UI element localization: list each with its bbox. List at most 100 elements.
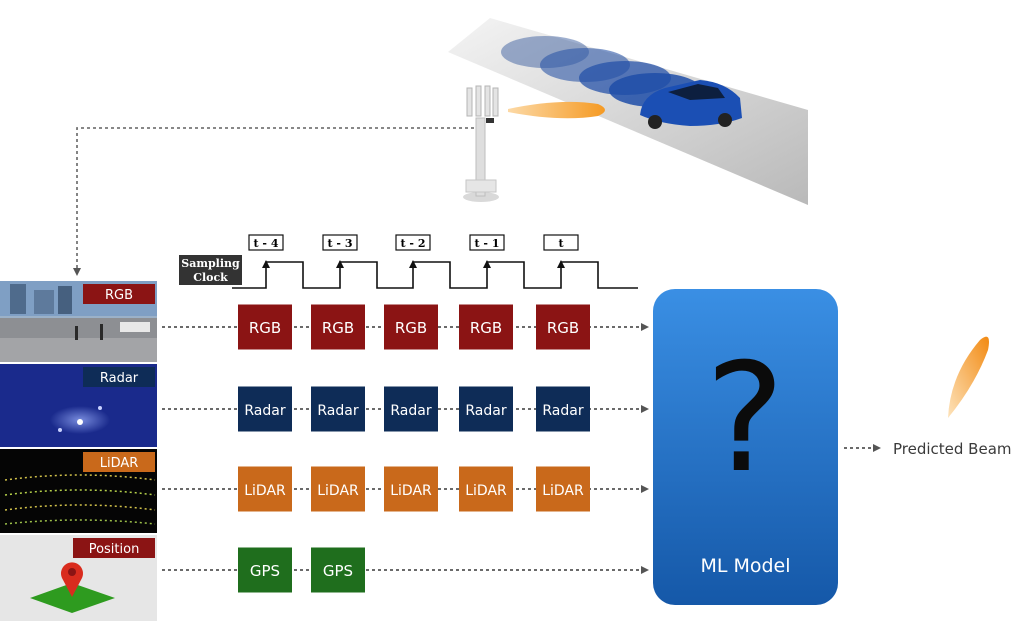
- stream-block: LiDAR: [459, 466, 513, 512]
- stream-block: RGB: [459, 304, 513, 350]
- stream-row: GPS GPS: [162, 547, 649, 593]
- stream-block-label: RGB: [322, 319, 354, 337]
- stream-block-label: LiDAR: [244, 483, 286, 499]
- stream-block-label: LiDAR: [542, 483, 584, 499]
- stream-block: RGB: [384, 304, 438, 350]
- clock-time-label: t - 3: [328, 237, 353, 250]
- ml-model-label: ML Model: [700, 555, 790, 577]
- predicted-beam-icon: [948, 336, 989, 418]
- sensor-badge: Position: [73, 538, 155, 558]
- stream-block-bg: [384, 304, 438, 350]
- stream-block-label: Radar: [542, 403, 583, 419]
- clock-label-line2: Clock: [193, 271, 228, 284]
- stream-block-label: LiDAR: [317, 483, 359, 499]
- stream-block: Radar: [384, 386, 438, 432]
- clock-tick: t: [543, 234, 579, 268]
- ml-model-symbol: ?: [705, 332, 785, 506]
- ml-model-box: [653, 289, 838, 605]
- stream-block: Radar: [536, 386, 590, 432]
- stream-block-bg: [384, 466, 438, 512]
- stream-block-bg: [311, 547, 365, 593]
- tower-to-sensor-connector: [73, 127, 474, 276]
- stream-block-bg: [536, 386, 590, 432]
- beam-lobe: [508, 101, 605, 119]
- sensor-badge-bg: [83, 367, 155, 387]
- sampling-clock: Sampling Clock t - 4 t - 3 t - 2 t - 1 t: [179, 234, 638, 289]
- clock-tick: t - 2: [395, 234, 431, 268]
- sensor-badge: LiDAR: [83, 452, 155, 472]
- stream-block-bg: [459, 466, 513, 512]
- sensor-badge-bg: [83, 284, 155, 304]
- stream-block: LiDAR: [311, 466, 365, 512]
- stream-block-label: RGB: [547, 319, 579, 337]
- cell-tower-icon: [463, 85, 499, 202]
- stream-block: LiDAR: [536, 466, 590, 512]
- stream-block-label: LiDAR: [465, 483, 507, 499]
- stream-block-bg: [238, 386, 292, 432]
- stream-block: LiDAR: [238, 466, 292, 512]
- clock-label-line1: Sampling: [181, 257, 240, 270]
- sensor-badge-label: RGB: [105, 288, 133, 303]
- stream-block-bg: [311, 466, 365, 512]
- sensor-badge-label: LiDAR: [100, 456, 139, 471]
- clock-time-label: t - 4: [254, 237, 279, 250]
- stream-block: LiDAR: [384, 466, 438, 512]
- clock-tick: t - 4: [248, 234, 284, 268]
- stream-row: RGB RGB RGB RGB RGB: [162, 304, 649, 350]
- car-icon: [501, 36, 742, 129]
- stream-block-label: RGB: [395, 319, 427, 337]
- clock-label-box: [179, 255, 242, 285]
- stream-block: Radar: [459, 386, 513, 432]
- stream-block-bg: [384, 386, 438, 432]
- stream-block: GPS: [238, 547, 292, 593]
- sensor-badge-bg: [83, 452, 155, 472]
- stream-block-bg: [459, 386, 513, 432]
- clock-tick: t - 3: [322, 234, 358, 268]
- clock-time-label: t: [558, 237, 564, 250]
- stream-block-label: Radar: [244, 403, 285, 419]
- stream-block: RGB: [238, 304, 292, 350]
- stream-block-bg: [238, 466, 292, 512]
- stream-block-bg: [238, 304, 292, 350]
- stream-block-bg: [311, 386, 365, 432]
- stream-row: Radar Radar Radar Radar Radar: [162, 386, 649, 432]
- rgb-camera-image: [0, 281, 157, 362]
- stream-block-label: RGB: [470, 319, 502, 337]
- stream-block: RGB: [311, 304, 365, 350]
- clock-time-label: t - 1: [475, 237, 500, 250]
- stream-block-bg: [536, 304, 590, 350]
- stream-block-label: Radar: [465, 403, 506, 419]
- sensor-badge-label: Position: [89, 542, 140, 557]
- ground-plane: [30, 583, 115, 613]
- stream-block: Radar: [311, 386, 365, 432]
- stream-block-label: GPS: [250, 562, 280, 580]
- sensor-badge: Radar: [83, 367, 155, 387]
- stream-row: LiDAR LiDAR LiDAR LiDAR LiDAR: [162, 466, 649, 512]
- road-surface: [448, 18, 808, 205]
- stream-block: Radar: [238, 386, 292, 432]
- stream-block: GPS: [311, 547, 365, 593]
- stream-block-label: GPS: [323, 562, 353, 580]
- sensor-badge-label: Radar: [100, 371, 139, 386]
- predicted-beam-label: Predicted Beam: [893, 440, 1012, 458]
- stream-block-bg: [311, 304, 365, 350]
- stream-block-label: RGB: [249, 319, 281, 337]
- stream-block-bg: [459, 304, 513, 350]
- sensor-badge: RGB: [83, 284, 155, 304]
- clock-tick: t - 1: [469, 234, 505, 268]
- stream-block-bg: [536, 466, 590, 512]
- clock-time-label: t - 2: [401, 237, 426, 250]
- ml-model: ? ML Model: [653, 289, 838, 605]
- stream-block-label: Radar: [317, 403, 358, 419]
- prediction-output: Predicted Beam: [844, 336, 1012, 458]
- road-scene: [448, 18, 808, 205]
- sensor-badge-bg: [73, 538, 155, 558]
- location-pin-icon: [60, 562, 84, 597]
- stream-block: RGB: [536, 304, 590, 350]
- stream-block-bg: [238, 547, 292, 593]
- stream-block-label: LiDAR: [390, 483, 432, 499]
- stream-block-label: Radar: [390, 403, 431, 419]
